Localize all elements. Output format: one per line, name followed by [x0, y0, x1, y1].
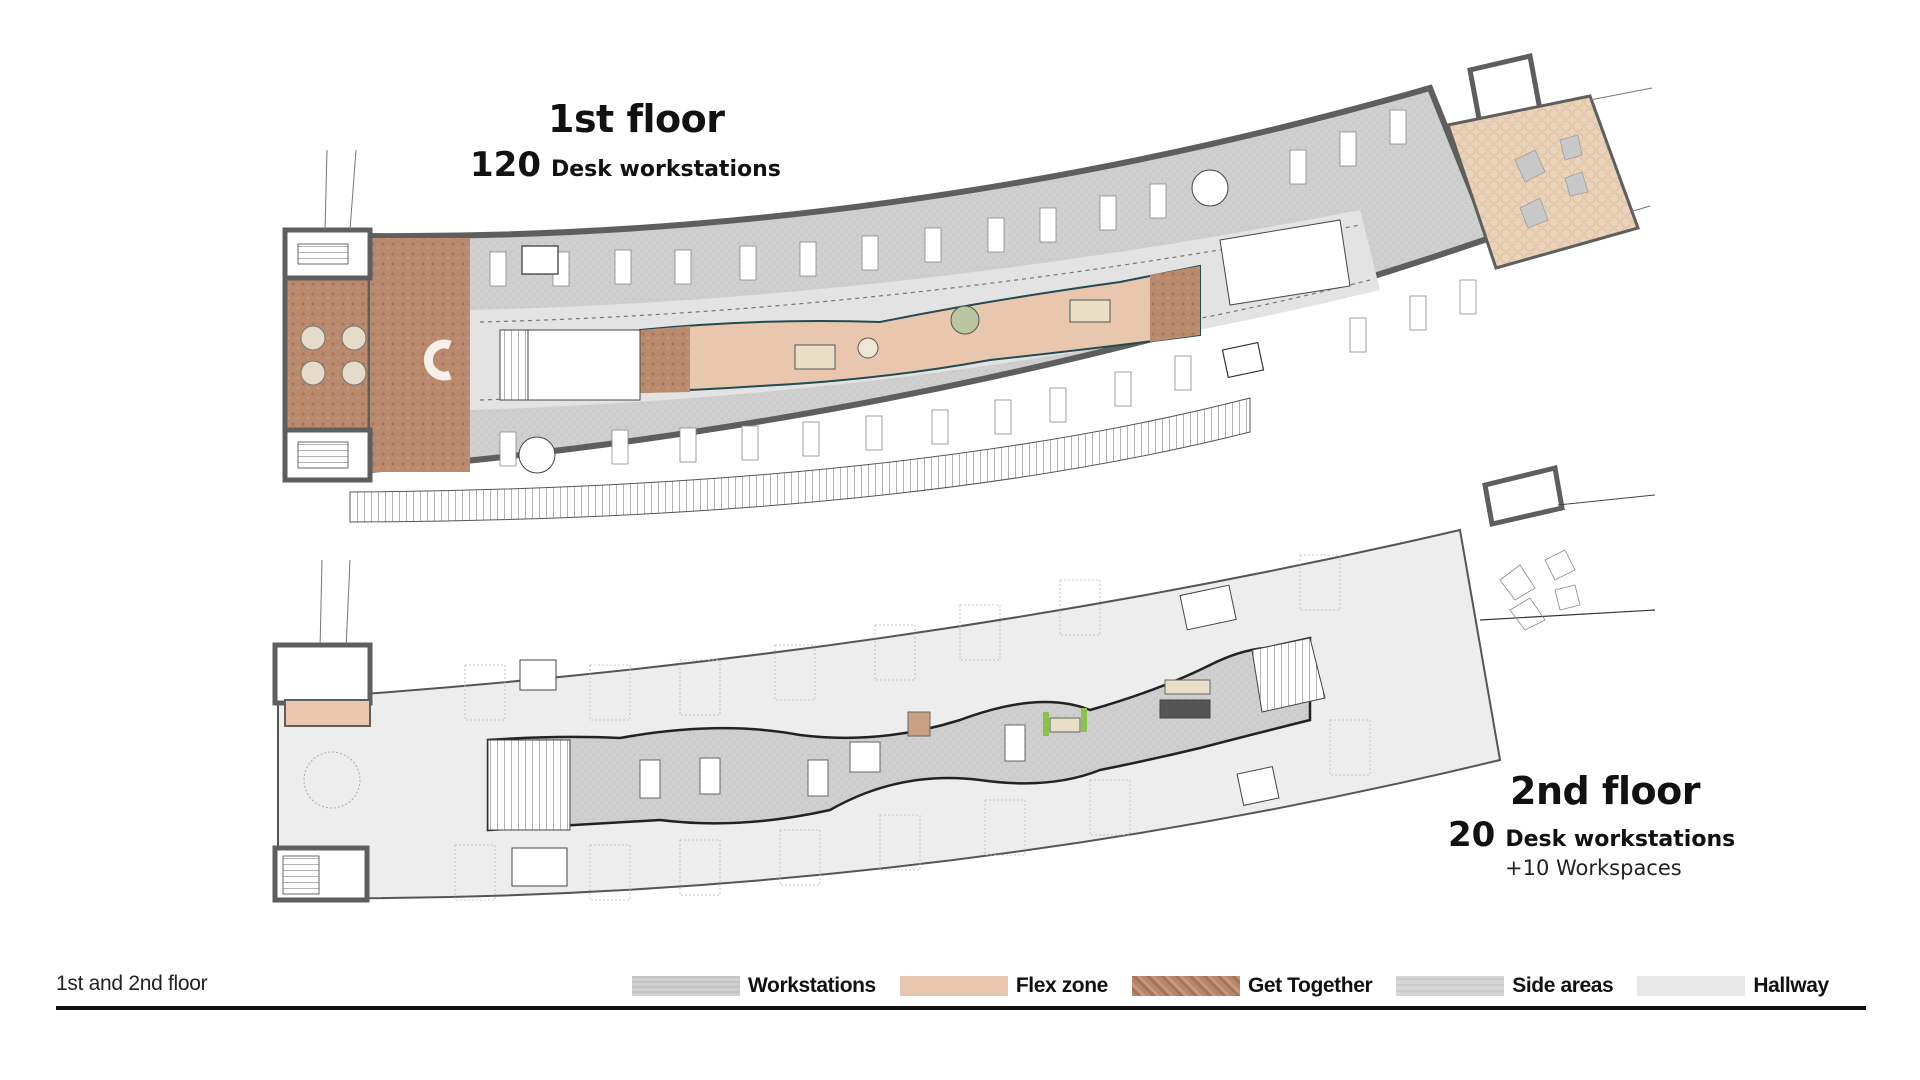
floor2-title: 2nd floor [1510, 769, 1700, 813]
legend-label: Workstations [748, 974, 876, 997]
beige-texture-swatch-icon [899, 976, 1008, 996]
legend-label: Flex zone [1015, 974, 1108, 997]
legend-item-workstations: Workstations [632, 974, 876, 998]
legend-label: Get Together [1247, 974, 1373, 997]
legend-label: Hallway [1753, 974, 1829, 997]
floor1-desk-label: Desk workstations [550, 157, 781, 182]
legend-label: Side areas [1512, 974, 1614, 997]
terracotta-texture-swatch-icon [1131, 976, 1240, 996]
first-floor-plan [282, 52, 1653, 523]
legend-item-get-together: Get Together [1131, 974, 1373, 998]
second-floor-plan [272, 464, 1656, 903]
floor1-capacity: 120 Desk workstations [470, 148, 781, 182]
floor2-capacity: 20 Desk workstations [1448, 818, 1735, 852]
floor1-desk-count: 120 [470, 145, 541, 185]
legend: Workstations Flex zone Get Together Side… [632, 973, 1829, 999]
footer-divider [56, 1006, 1866, 1010]
light-grey-texture-swatch-icon [1637, 976, 1746, 996]
figure-caption: 1st and 2nd floor [56, 972, 208, 995]
floor1-title: 1st floor [548, 97, 725, 141]
legend-item-side-areas: Side areas [1396, 974, 1614, 998]
concrete-texture-swatch-icon [632, 976, 740, 996]
floor2-desk-count: 20 [1448, 815, 1496, 855]
floor2-extra-workspaces: +10 Workspaces [1505, 856, 1682, 880]
grey-texture-swatch-icon [1396, 976, 1505, 996]
floor2-desk-label: Desk workstations [1505, 827, 1736, 852]
legend-item-flex-zone: Flex zone [899, 974, 1108, 998]
legend-item-hallway: Hallway [1637, 974, 1829, 998]
